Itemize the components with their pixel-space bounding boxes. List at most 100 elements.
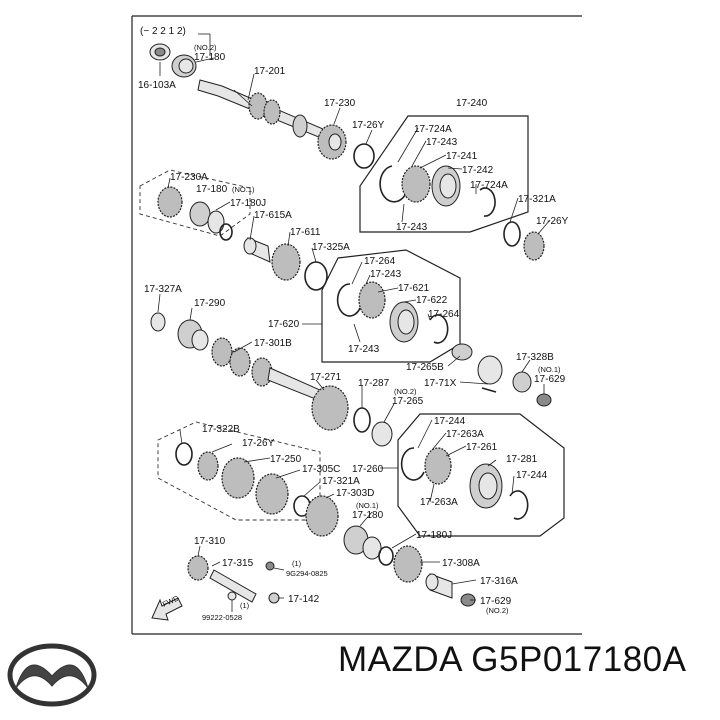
label-17-281: 17-281 bbox=[506, 454, 538, 465]
label-17-328B: 17-328B bbox=[516, 352, 554, 363]
part-number-caption: MAZDA G5P017180A bbox=[338, 640, 687, 679]
label-17-180J-b: 17-180J bbox=[416, 530, 452, 541]
label-17-244-a: 17-244 bbox=[434, 416, 466, 427]
label-9G294: 9G294-0825 bbox=[286, 569, 328, 578]
label-17-230: 17-230 bbox=[324, 98, 356, 109]
gear-17-611 bbox=[271, 243, 301, 281]
label-17-629-a: 17-629 bbox=[534, 374, 566, 385]
label-17-230A: 17-230A bbox=[170, 172, 208, 183]
label-17-264-a: 17-264 bbox=[364, 256, 396, 267]
label-17-243-d: 17-243 bbox=[348, 344, 380, 355]
label-17-315: 17-315 bbox=[222, 558, 254, 569]
label-17-321A-b: 17-321A bbox=[322, 476, 360, 487]
label-17-250: 17-250 bbox=[270, 454, 302, 465]
label-17-321A-a: 17-321A bbox=[518, 194, 556, 205]
label-17-622: 17-622 bbox=[416, 295, 448, 306]
counter-shaft-17-301B bbox=[211, 337, 321, 401]
label-17-724A-a: 17-724A bbox=[414, 124, 452, 135]
label-17-180-c: 17-180 bbox=[352, 510, 384, 521]
label-17-180-top: 17-180 bbox=[194, 52, 226, 63]
label-17-620: 17-620 bbox=[268, 319, 300, 330]
synchro-group-17-240-frame bbox=[359, 115, 529, 233]
label-no2-top: (NO.2) bbox=[194, 43, 217, 52]
label-99222: 99222-0528 bbox=[202, 613, 242, 622]
synchro-group-17-260 bbox=[400, 447, 529, 520]
label-17-322B: 17-322B bbox=[202, 424, 240, 435]
label-16-103A: 16-103A bbox=[138, 80, 176, 91]
group-code: (− 2 2 1 2) bbox=[140, 26, 186, 37]
bearings-17-180-lower bbox=[343, 525, 394, 566]
bearing-17-180-top bbox=[171, 54, 197, 78]
label-17-327A: 17-327A bbox=[144, 284, 182, 295]
gear-17-308A bbox=[393, 545, 423, 583]
synchro-group-17-620-frame bbox=[321, 249, 461, 363]
diagram-frame bbox=[131, 15, 582, 635]
gears-17-322B-17-250 bbox=[175, 442, 311, 517]
sleeve-17-316A bbox=[425, 573, 453, 599]
label-17-201: 17-201 bbox=[254, 66, 286, 77]
label-c1-a: (1) bbox=[292, 559, 302, 568]
label-17-243-b: 17-243 bbox=[396, 222, 428, 233]
label-17-615A: 17-615A bbox=[254, 210, 292, 221]
snap-ring-17-26Y-a bbox=[353, 143, 375, 169]
synchro-group-17-240 bbox=[379, 165, 496, 217]
label-17-271: 17-271 bbox=[310, 372, 342, 383]
gear-17-271 bbox=[311, 385, 349, 431]
label-17-263A-a: 17-263A bbox=[446, 429, 484, 440]
label-17-301B: 17-301B bbox=[254, 338, 292, 349]
main-shaft-17-201 bbox=[197, 79, 331, 141]
gear-17-303D bbox=[305, 495, 339, 537]
label-no2-c: (NO.2) bbox=[486, 606, 509, 615]
bearing-16-103A bbox=[149, 43, 171, 61]
label-no2-b: (NO.2) bbox=[394, 387, 417, 396]
label-17-305C: 17-305C bbox=[302, 464, 340, 475]
gear-17-230 bbox=[317, 124, 347, 160]
ring-17-287 bbox=[353, 407, 371, 433]
label-no1-b: (NO.1) bbox=[538, 365, 561, 374]
label-17-244-b: 17-244 bbox=[516, 470, 548, 481]
forward-arrow-icon bbox=[151, 597, 183, 621]
label-17-308A: 17-308A bbox=[442, 558, 480, 569]
label-17-260: 17-260 bbox=[352, 464, 384, 475]
leader-lines bbox=[157, 33, 551, 612]
label-17-180-no1: 17-180 bbox=[196, 184, 228, 195]
label-17-325A: 17-325A bbox=[312, 242, 350, 253]
mazda-logo-icon bbox=[7, 643, 97, 707]
group-17-230A-frame bbox=[139, 169, 251, 237]
label-17-26Y-a: 17-26Y bbox=[352, 120, 385, 131]
bearing-17-230A bbox=[157, 186, 233, 241]
label-17-290: 17-290 bbox=[194, 298, 226, 309]
synchro-group-17-260-frame bbox=[397, 413, 565, 537]
label-17-265B: 17-265B bbox=[406, 362, 444, 373]
label-17-242: 17-242 bbox=[462, 165, 494, 176]
sleeve-17-615A bbox=[243, 237, 271, 263]
parts-17-265B-17-71X bbox=[451, 343, 552, 407]
label-17-263A-b: 17-263A bbox=[420, 497, 458, 508]
label-17-287: 17-287 bbox=[358, 378, 390, 389]
ring-17-265 bbox=[371, 421, 393, 447]
label-17-621: 17-621 bbox=[398, 283, 430, 294]
label-17-241: 17-241 bbox=[446, 151, 478, 162]
label-17-724A-b: 17-724A bbox=[470, 180, 508, 191]
label-17-265: 17-265 bbox=[392, 396, 424, 407]
label-17-303D: 17-303D bbox=[336, 488, 374, 499]
label-17-71X: 17-71X bbox=[424, 378, 457, 389]
label-17-243-c: 17-243 bbox=[370, 269, 402, 280]
label-17-629-b: 17-629 bbox=[480, 596, 512, 607]
label-17-611: 17-611 bbox=[290, 227, 321, 238]
label-17-310: 17-310 bbox=[194, 536, 226, 547]
label-17-26Y-b: 17-26Y bbox=[536, 216, 569, 227]
group-17-322B-frame bbox=[157, 421, 321, 521]
label-17-142: 17-142 bbox=[288, 594, 320, 605]
label-c1-b: (1) bbox=[240, 601, 250, 610]
label-17-243-a: 17-243 bbox=[426, 137, 458, 148]
part-labels: 16-103A (NO.2) 17-180 17-201 17-230 17-2… bbox=[138, 43, 569, 622]
parts-17-327A-17-290 bbox=[150, 312, 209, 351]
label-17-261: 17-261 bbox=[466, 442, 498, 453]
reverse-idler-17-310 bbox=[187, 555, 280, 604]
label-no1-a: (NO.1) bbox=[232, 185, 255, 194]
synchro-group-17-620 bbox=[336, 281, 449, 344]
parts-17-321A-17-26Y bbox=[503, 221, 545, 261]
label-17-180J-a: 17-180J bbox=[230, 198, 266, 209]
